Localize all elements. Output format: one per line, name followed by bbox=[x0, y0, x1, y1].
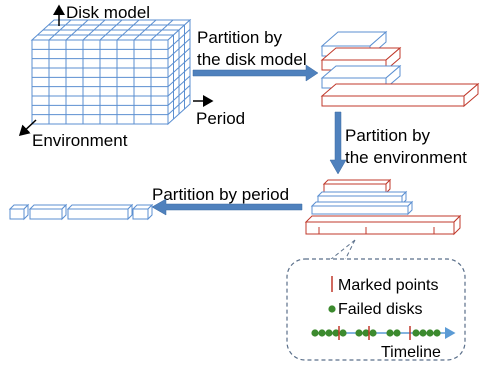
partition-disk-model-label-line1: Partition by bbox=[197, 28, 283, 47]
timeline-marked-points bbox=[338, 326, 411, 340]
failed-disk-dot bbox=[412, 329, 420, 337]
failed-disk-dot bbox=[362, 329, 370, 337]
arrow-partition-disk-model bbox=[192, 64, 319, 82]
disk-model-label: Disk model bbox=[66, 3, 150, 22]
data-cube bbox=[30, 18, 192, 126]
partition-period-label: Partition by period bbox=[152, 185, 289, 204]
failed-disk-dot bbox=[339, 329, 347, 337]
failed-disk-dot bbox=[393, 329, 401, 337]
partition-environment-label-line1: Partition by bbox=[345, 126, 431, 145]
failed-disk-dot bbox=[369, 329, 377, 337]
failed-disk-dot bbox=[386, 329, 394, 337]
failed-disk-dot bbox=[433, 329, 441, 337]
failed-disk-dot bbox=[419, 329, 427, 337]
failed-disk-dot bbox=[325, 329, 333, 337]
period-label: Period bbox=[196, 109, 245, 128]
failed-disk-dot bbox=[426, 329, 434, 337]
legend-marked-points: Marked points bbox=[338, 277, 439, 294]
environment-axis-arrow bbox=[18, 119, 37, 137]
environment-slabs bbox=[304, 178, 462, 236]
failed-disk-dot bbox=[311, 329, 319, 337]
partition-disk-model-label-line2: the disk model bbox=[197, 50, 307, 69]
arrow-partition-environment bbox=[329, 111, 347, 175]
period-segments bbox=[8, 203, 154, 221]
failed-disk-icon bbox=[328, 305, 336, 313]
partition-environment-label-line2: the environment bbox=[345, 148, 467, 167]
failed-disk-dot bbox=[355, 329, 363, 337]
arrow-partition-period bbox=[151, 198, 303, 216]
failed-disk-dot bbox=[332, 329, 340, 337]
legend-failed-disks: Failed disks bbox=[338, 301, 422, 318]
callout-connector bbox=[329, 239, 356, 261]
disk-model-slabs bbox=[320, 30, 480, 108]
environment-label: Environment bbox=[32, 131, 128, 150]
failed-disk-dot bbox=[318, 329, 326, 337]
legend-timeline: Timeline bbox=[381, 344, 441, 361]
timeline-failed-disks bbox=[311, 329, 441, 337]
